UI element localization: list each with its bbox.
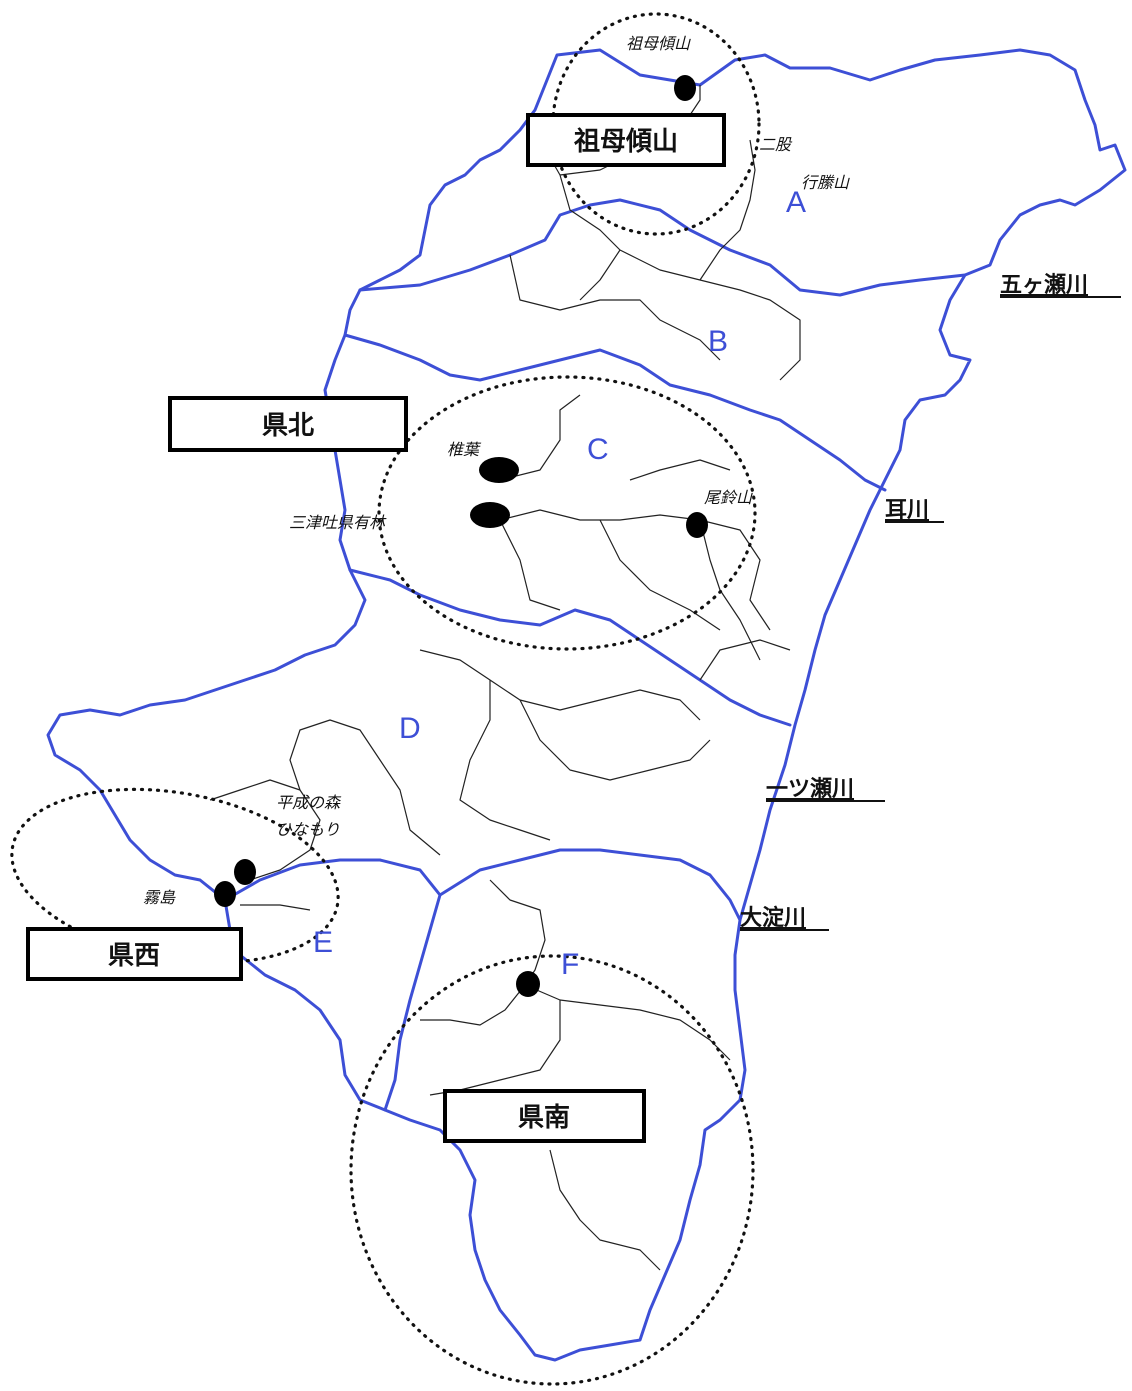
region-label-kensei: 県西 xyxy=(108,941,160,971)
zone-boundary-ef xyxy=(438,848,742,922)
river-label-oyodo: 大淀川 xyxy=(740,905,806,931)
site-dot-obachiyama xyxy=(686,512,708,538)
circle-kenpoku xyxy=(377,375,757,651)
site-label-obachiyama: 尾鈴山 xyxy=(704,488,753,507)
zone-letter-b: B xyxy=(708,325,728,358)
municipal-lines-south xyxy=(420,879,731,1271)
site-label-futamata: 二股 xyxy=(759,135,793,154)
site-dot-kirishima xyxy=(214,881,236,907)
site-label-gyotoyama: 行縢山 xyxy=(801,173,850,192)
site-dot-sobokatamuki xyxy=(674,75,696,101)
circle-kennan xyxy=(349,954,755,1386)
site-label-mitsuhaki: 三津吐県有林 xyxy=(289,513,387,532)
prefecture-outline xyxy=(46,48,1127,1362)
region-box-kennan: 県南 xyxy=(443,1089,646,1143)
site-dot-kennan xyxy=(516,971,540,997)
zone-letter-c: C xyxy=(587,433,609,466)
site-label-heisei-1: 平成の森 xyxy=(276,793,342,812)
site-label-heisei-2: ひなもり xyxy=(276,820,340,839)
region-box-kensei: 県西 xyxy=(26,927,243,981)
region-box-sobokatamuki: 祖母傾山 xyxy=(526,113,726,167)
zone-letter-d: D xyxy=(399,712,421,745)
site-label-shiiba: 椎葉 xyxy=(447,440,482,459)
circle-sobokatamuki xyxy=(551,12,761,236)
site-label-sobokatamuki: 祖母傾山 xyxy=(626,34,691,53)
river-label-hitotsuse: 一ツ瀬川 xyxy=(766,777,854,802)
region-label-kenpoku: 県北 xyxy=(262,411,314,441)
site-label-kirishima: 霧島 xyxy=(143,888,176,907)
river-label-mimi: 耳川 xyxy=(885,498,929,523)
municipal-lines-west xyxy=(209,719,441,911)
zone-letter-a: A xyxy=(786,186,806,219)
region-box-kenpoku: 県北 xyxy=(168,396,408,452)
zone-boundary-bc xyxy=(343,333,887,492)
zone-letter-f: F xyxy=(561,948,579,981)
zone-boundary-ab xyxy=(358,198,967,297)
site-dot-mitsuhaki xyxy=(470,502,510,528)
site-dot-hinamori xyxy=(234,859,256,885)
river-label-gokase: 五ヶ瀬川 xyxy=(1000,273,1088,298)
zone-boundary-de xyxy=(223,858,442,1112)
zone-letter-e: E xyxy=(313,926,333,959)
region-label-kennan: 県南 xyxy=(518,1103,570,1133)
region-label-sobokatamuki: 祖母傾山 xyxy=(573,127,678,157)
zone-boundary-cd xyxy=(348,568,792,727)
site-dot-shiiba xyxy=(479,457,519,483)
